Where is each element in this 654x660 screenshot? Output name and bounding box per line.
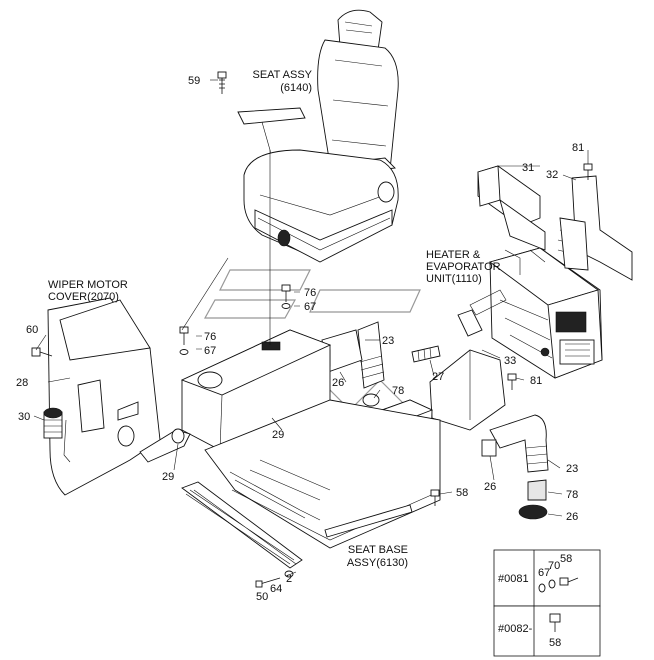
console-box-icon [429,349,506,431]
callout-31: 31 [522,162,534,174]
wiper-label-line2: COVER(2070) [48,291,119,303]
callout-26: 26 [484,481,496,493]
callout-64: 64 [270,583,282,595]
washer-icon [548,579,556,589]
callout-76: 76 [304,287,316,299]
bolt-icon [549,613,561,632]
callout-67: 67 [304,301,316,313]
heater-label-line2: EVAPORATOR [426,261,501,273]
variant-table-row-2 [493,605,601,657]
seat-assy-label-line1: SEAT ASSY [252,69,312,81]
callout-29: 29 [162,471,174,483]
wiper-label-line1: WIPER MOTOR [48,279,128,291]
callout-23: 23 [382,335,394,347]
variant-code: #0081 [498,573,529,585]
callout-30: 30 [18,411,30,423]
variant-part: 58 [560,553,572,565]
duct-icon [362,393,549,520]
leader-lines [33,79,589,577]
heater-label-line1: HEATER & [426,249,481,261]
grille-icon [181,481,303,569]
callout-numbers: 59 31 81 32 76 67 76 67 60 23 28 26 78 2… [16,75,584,603]
callout-58: 58 [456,487,468,499]
callout-50: 50 [256,591,268,603]
callout-76: 76 [204,331,216,343]
heater-label-line3: UNIT(1110) [426,273,482,285]
console-box-icon [180,329,441,549]
callout-60: 60 [26,324,38,336]
duct-icon [43,407,63,439]
callout-67: 67 [204,345,216,357]
callout-81: 81 [572,142,584,154]
callout-26: 26 [566,511,578,523]
callout-29: 29 [272,429,284,441]
callout-81: 81 [530,375,542,387]
callout-78: 78 [566,489,578,501]
seat-base-label-line2: ASSY(6130) [347,557,408,569]
bolt-icon [31,71,593,588]
bolt-icon [559,577,579,586]
callout-59: 59 [188,75,200,87]
callout-78: 78 [392,385,404,397]
seat-base-label-line1: SEAT BASE [348,544,408,556]
callout-32: 32 [546,169,558,181]
callout-26: 26 [332,377,344,389]
variant-part: 70 [548,560,560,572]
callout-2: 2 [286,573,292,585]
duct-icon [477,165,633,281]
callout-27: 27 [432,371,444,383]
seat-icon [237,9,399,263]
variant-code: #0082- [498,623,533,635]
assembly-labels: SEAT ASSY (6140) HEATER & EVAPORATOR UNI… [48,69,501,569]
variant-part: 58 [549,637,561,649]
variant-part: 67 [538,567,550,579]
cover-panel-icon [47,297,191,496]
heater-unit-icon [457,247,603,379]
callout-33: 33 [504,355,516,367]
variant-table: #0081 67 70 58 #0082- 58 [493,549,601,657]
seat-assy-label-line2: (6140) [280,82,312,94]
callout-23: 23 [566,463,578,475]
callout-28: 28 [16,377,28,389]
washer-icon [538,583,546,593]
